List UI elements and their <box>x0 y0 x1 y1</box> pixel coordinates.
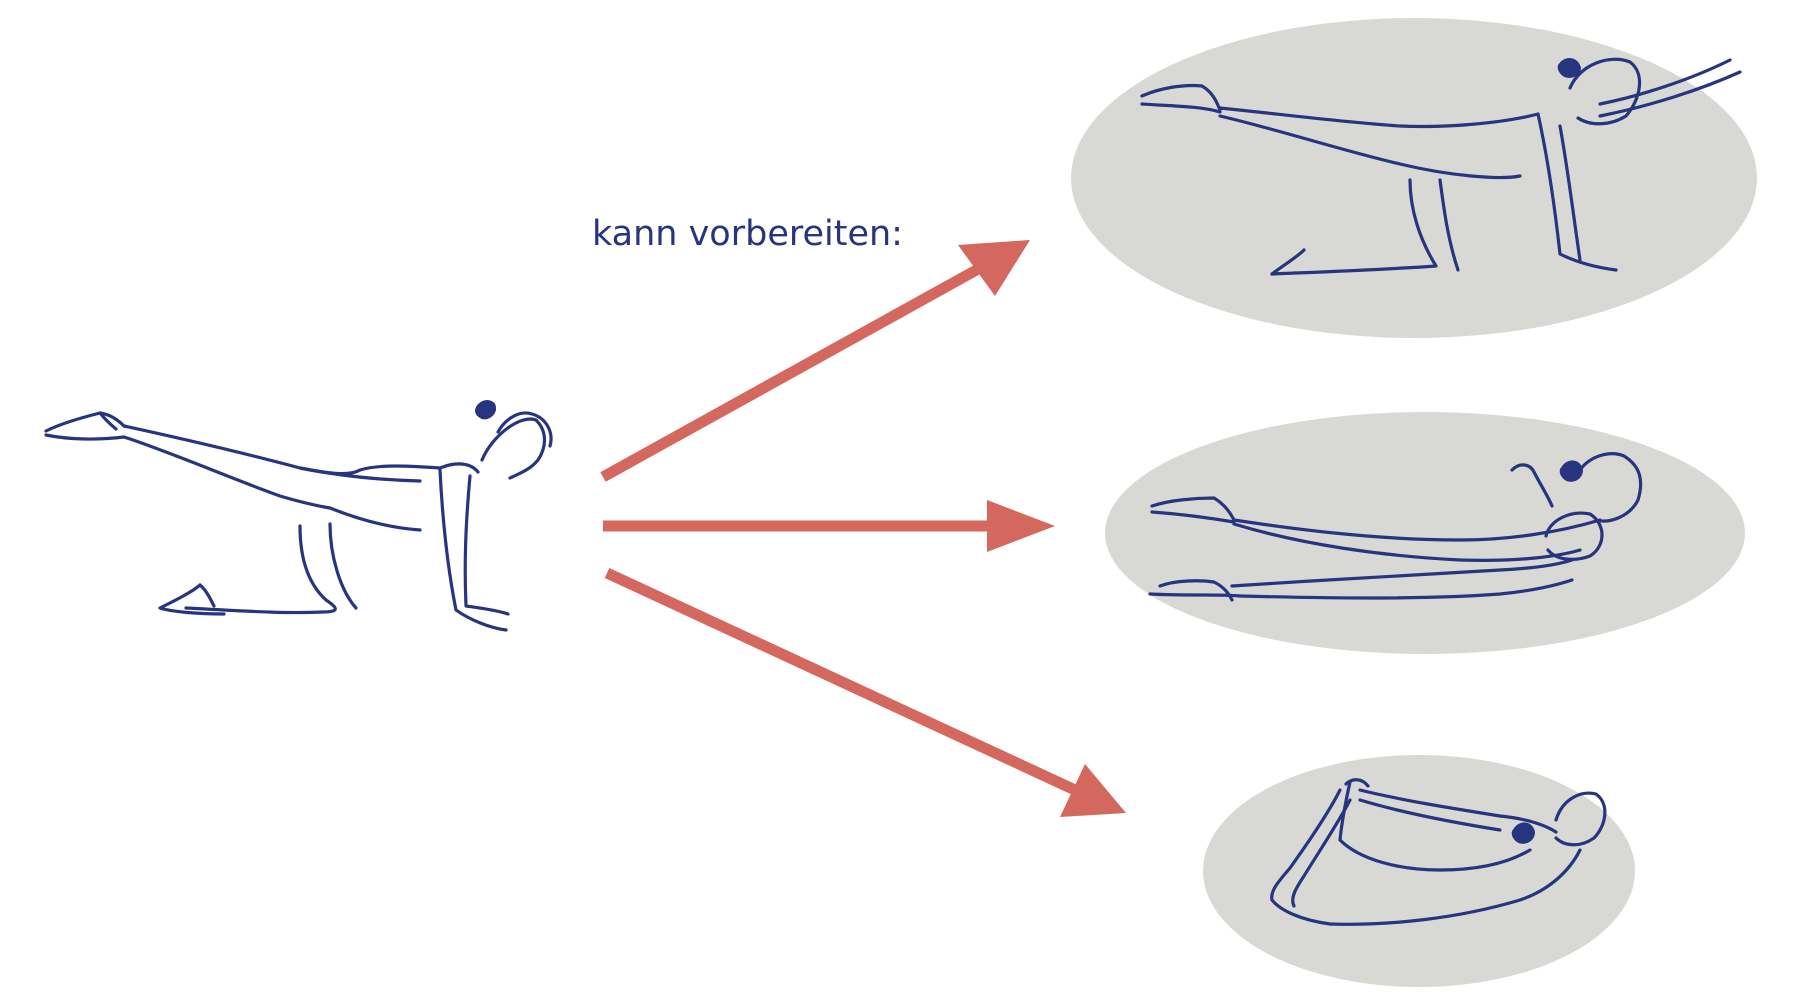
target-ellipse-locust <box>1105 412 1745 654</box>
target-ellipse-bow <box>1203 755 1635 987</box>
balancing-table-figure <box>1140 57 1742 276</box>
bow-figure <box>1270 778 1607 926</box>
target-ellipse-balancing-table <box>1071 18 1757 338</box>
arrow-to-balancing-table <box>600 240 1030 482</box>
tabletop-leg-lift-figure <box>44 400 553 632</box>
caption-text: kann vorbereiten: <box>592 214 903 254</box>
locust-figure <box>1148 452 1643 602</box>
arrow-to-locust <box>603 500 1055 552</box>
arrow-to-bow <box>604 568 1126 817</box>
